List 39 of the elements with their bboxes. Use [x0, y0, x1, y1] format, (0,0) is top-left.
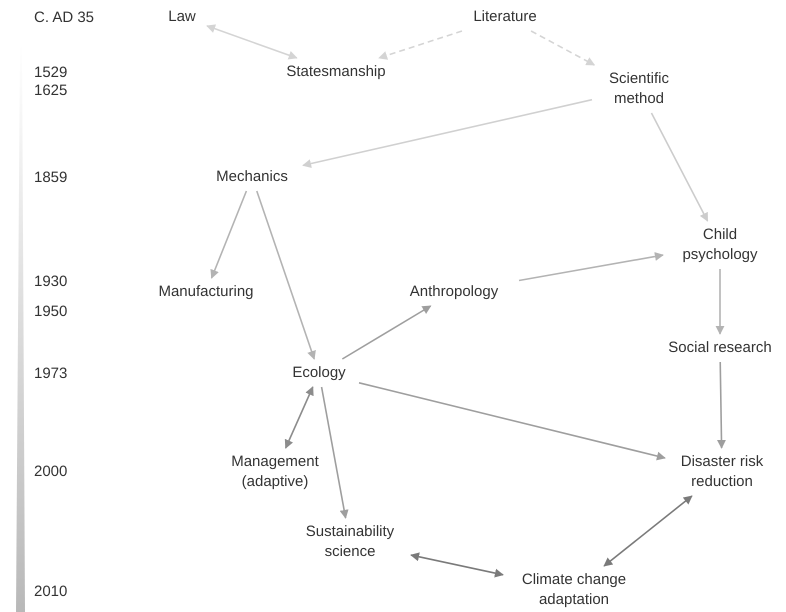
topic-label: Scientific method: [608, 69, 670, 109]
arrow: [410, 552, 504, 578]
year-label: 1950: [34, 302, 68, 322]
year-label: 2010: [34, 582, 68, 602]
year-label: 1859: [34, 168, 68, 188]
arrow: [716, 362, 726, 449]
topic-label: Climate change adaptation: [520, 570, 628, 610]
arrow: [302, 98, 592, 168]
topic-label: Disaster risk reduction: [680, 452, 764, 492]
arrow: [256, 190, 316, 360]
topic-label: Sustainability science: [304, 522, 396, 562]
topic-label: Management (adaptive): [230, 452, 320, 492]
topic-label: Statesmanship: [286, 62, 386, 82]
year-label: 1930: [34, 272, 68, 292]
topic-label: Manufacturing: [158, 282, 254, 302]
arrow: [603, 495, 693, 567]
topic-label: Child psychology: [681, 225, 759, 265]
year-label: 1529: [34, 63, 68, 83]
topic-label: Social research: [668, 338, 772, 358]
year-label: C. AD 35: [34, 8, 94, 28]
topic-label: Ecology: [292, 363, 346, 383]
arrow: [206, 24, 298, 60]
topic-label: Mechanics: [216, 167, 288, 187]
arrow: [716, 269, 724, 335]
year-label: 1625: [34, 81, 68, 101]
arrow: [650, 112, 708, 222]
topic-label: Literature: [473, 7, 537, 27]
year-label: 2000: [34, 462, 68, 482]
arrow: [358, 382, 666, 460]
arrow: [518, 252, 664, 282]
arrow: [530, 30, 596, 66]
arrow: [342, 305, 432, 360]
arrow: [320, 386, 349, 519]
topic-label: Anthropology: [410, 282, 498, 302]
arrow: [210, 190, 248, 279]
topic-label: Law: [168, 7, 196, 27]
arrow: [284, 386, 314, 449]
arrow: [378, 30, 462, 60]
year-label: 1973: [34, 364, 68, 384]
